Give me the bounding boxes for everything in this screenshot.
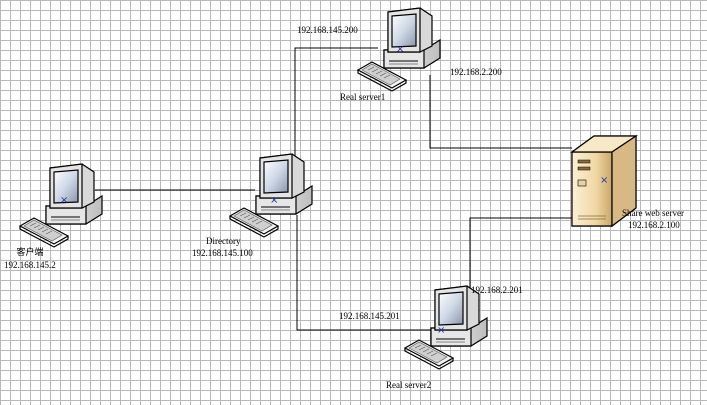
share-server-ip-label: 192.168.2.100 xyxy=(628,220,680,230)
director-name-label: Directory xyxy=(206,236,241,246)
realserver1-name-label: Real server1 xyxy=(340,92,386,102)
link-director-realserver2 xyxy=(296,215,433,331)
client-ip-label: 192.168.145.2 xyxy=(4,260,56,270)
realserver1-computer-icon[interactable]: × xyxy=(357,7,441,92)
realserver2-computer-icon[interactable]: × xyxy=(404,285,488,370)
svg-text:×: × xyxy=(396,44,404,55)
director-ip-label: 192.168.145.100 xyxy=(192,248,253,258)
client-computer-icon[interactable]: × xyxy=(19,163,103,248)
director-computer-icon[interactable]: × xyxy=(229,153,313,238)
realserver1-back-ip-label: 192.168.2.200 xyxy=(450,67,502,77)
client-name-label: 客户端 xyxy=(16,247,44,257)
realserver2-back-ip-label: 192.168.2.201 xyxy=(471,285,523,295)
svg-text:×: × xyxy=(270,195,278,206)
svg-text:×: × xyxy=(60,195,68,206)
network-links xyxy=(95,47,575,331)
realserver1-front-ip-label: 192.168.145.200 xyxy=(297,25,358,35)
svg-text:×: × xyxy=(437,325,445,336)
realserver2-front-ip-label: 192.168.145.201 xyxy=(339,311,400,321)
share-server-tower-icon[interactable]: × xyxy=(570,134,638,228)
svg-text:×: × xyxy=(600,175,608,186)
link-shareserver-realserver2 xyxy=(469,217,575,292)
share-server-name-label: Share web server xyxy=(622,208,684,218)
link-director-realserver1 xyxy=(294,47,378,165)
realserver2-name-label: Real server2 xyxy=(386,380,432,390)
link-realserver1-shareserver xyxy=(429,75,572,149)
